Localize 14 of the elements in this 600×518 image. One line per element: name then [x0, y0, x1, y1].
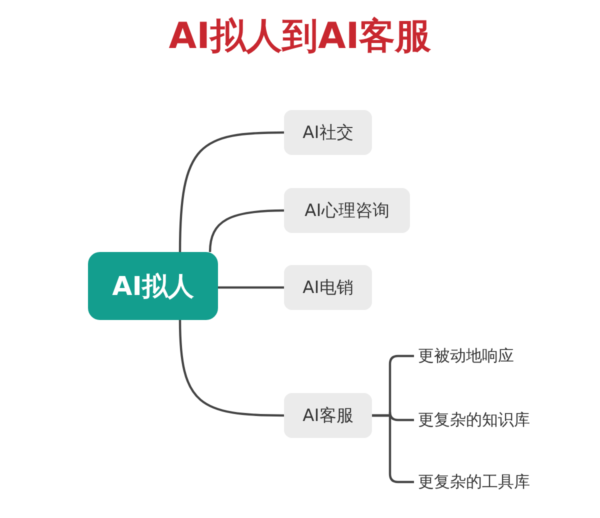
connector-line — [372, 414, 414, 484]
leaf-text: 更复杂的知识库 — [418, 407, 568, 433]
subtopic-box: AI心理咨询 — [284, 188, 410, 233]
leaf-text: 更被动地响应 — [418, 343, 558, 369]
topic-box: AI拟人 — [88, 252, 218, 320]
connector-line — [178, 320, 284, 417]
connector-line — [208, 209, 284, 252]
connector-line — [218, 286, 284, 289]
subtopic-box: AI电销 — [284, 265, 372, 310]
connector-line — [178, 131, 284, 252]
title: AI拟人到AI客服 — [168, 15, 432, 59]
subtopic-box: AI社交 — [284, 110, 372, 155]
leaf-text: 更复杂的工具库 — [418, 469, 568, 495]
subtopic-box: AI客服 — [284, 393, 372, 438]
